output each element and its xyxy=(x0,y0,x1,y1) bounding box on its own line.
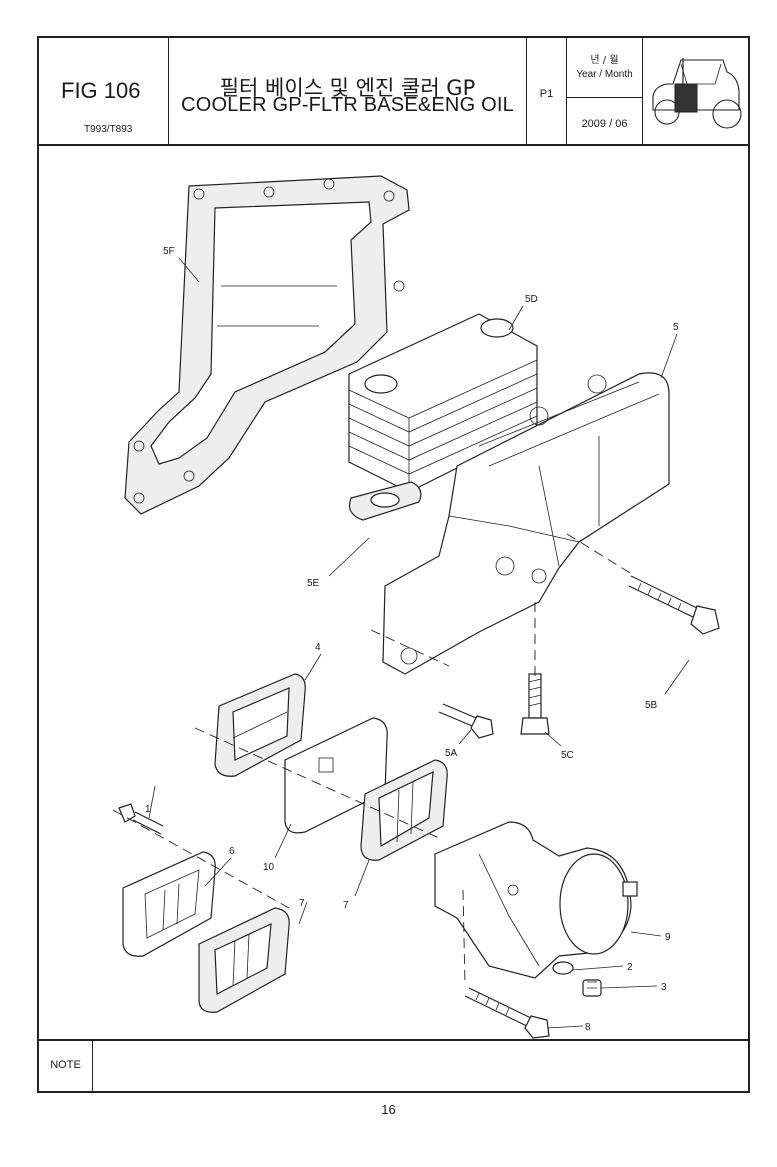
callout-6: 6 xyxy=(229,846,235,857)
callout-5b: 5B xyxy=(645,700,658,711)
title-cell: 필터 베이스 및 엔진 쿨러 GP COOLER GP-FLTR BASE&EN… xyxy=(169,38,527,144)
callout-5e: 5E xyxy=(307,578,320,589)
o-ring-2 xyxy=(552,961,574,975)
callout-5d: 5D xyxy=(525,294,538,305)
page-code-cell: P1 xyxy=(527,38,567,144)
callout-5: 5 xyxy=(673,322,679,333)
gasket-4 xyxy=(214,673,306,777)
title-korean: 필터 베이스 및 엔진 쿨러 GP xyxy=(219,76,476,100)
bolt-5a xyxy=(438,703,494,739)
callout-labels: 5F 5D 5 5E 4 5B 5A 5C 1 6 10 7 7 9 2 3 8 xyxy=(145,246,679,1033)
bolt-1 xyxy=(118,803,164,835)
callout-7-lower: 7 xyxy=(299,898,305,909)
leader-lines xyxy=(148,257,690,1029)
date-heading: 년 / 월 Year / Month xyxy=(567,38,642,98)
seal-5e xyxy=(348,481,422,521)
figure-number: FIG 106 xyxy=(61,78,141,103)
page-code: P1 xyxy=(539,88,554,100)
gasket-7-upper xyxy=(360,759,448,861)
date-value: 2009 / 06 xyxy=(581,118,628,130)
page-number: 16 xyxy=(381,1102,396,1117)
callout-1: 1 xyxy=(145,804,151,815)
callout-5f: 5F xyxy=(163,246,175,257)
exploded-parts-diagram: 5F 5D 5 5E 4 5B 5A 5C 1 6 10 7 7 9 2 3 8 xyxy=(112,175,720,1039)
callout-2: 2 xyxy=(627,962,633,973)
tractor-icon-cell xyxy=(643,38,748,144)
parts-sheet: FIG 106 T993/T893 필터 베이스 및 엔진 쿨러 GP COOL… xyxy=(37,36,750,1093)
cover-6 xyxy=(122,851,216,957)
callout-4: 4 xyxy=(315,642,321,653)
gasket-7-lower xyxy=(198,907,290,1013)
oil-pump-9 xyxy=(434,821,638,979)
callout-5c: 5C xyxy=(561,750,574,761)
callout-8: 8 xyxy=(585,1022,591,1033)
bolt-5c xyxy=(520,673,550,735)
callout-7-upper: 7 xyxy=(343,900,349,911)
figure-cell: FIG 106 T993/T893 xyxy=(39,38,169,144)
note-row: NOTE xyxy=(39,1039,748,1091)
bolt-8 xyxy=(464,987,550,1039)
callout-5a: 5A xyxy=(445,748,458,759)
callout-9: 9 xyxy=(665,932,671,943)
date-heading-korean: 년 / 월 xyxy=(590,55,619,66)
assembly-center-lines xyxy=(112,533,636,987)
title-english: COOLER GP-FLTR BASE&ENG OIL xyxy=(181,94,514,116)
date-cell: 년 / 월 Year / Month 2009 / 06 xyxy=(567,38,643,144)
tractor-icon xyxy=(652,58,742,129)
bolt-5b xyxy=(628,575,720,635)
note-label: NOTE xyxy=(39,1041,93,1091)
callout-3: 3 xyxy=(661,982,667,993)
title-block: FIG 106 T993/T893 필터 베이스 및 엔진 쿨러 GP COOL… xyxy=(39,38,748,146)
plug-3 xyxy=(582,979,602,997)
date-heading-english: Year / Month xyxy=(576,69,633,80)
model-list: T993/T893 xyxy=(84,124,133,135)
callout-10: 10 xyxy=(263,862,275,873)
gasket-5f xyxy=(124,175,410,515)
filter-base-5 xyxy=(382,372,670,675)
